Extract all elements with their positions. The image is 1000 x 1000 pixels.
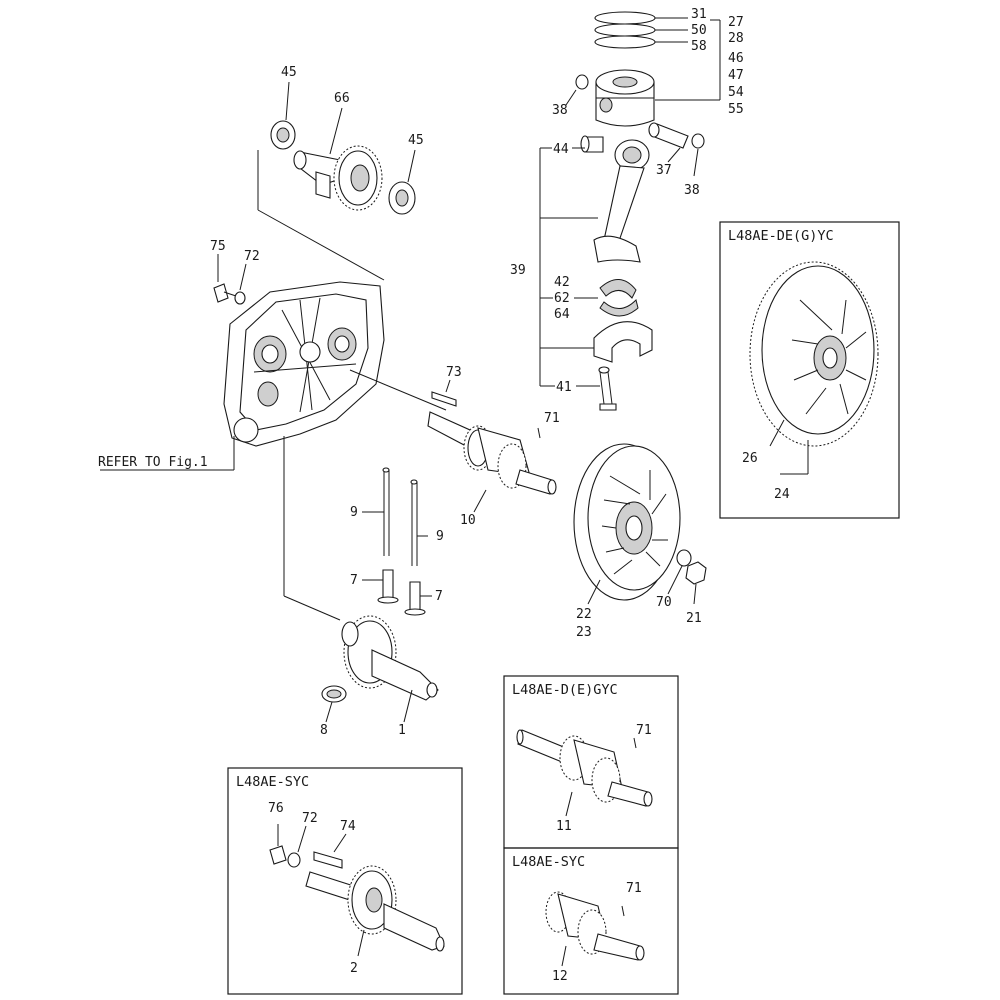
label-27: 27 [728, 15, 744, 30]
label-47: 47 [728, 68, 744, 83]
piston-rings [594, 11, 656, 49]
label-71-mid: 71 [636, 723, 652, 738]
washer-72 [234, 291, 246, 305]
label-46: 46 [728, 51, 744, 66]
label-76: 76 [268, 801, 284, 816]
label-1: 1 [398, 723, 406, 738]
flywheel-26-ring-gear [749, 261, 879, 475]
small-end-bushing [580, 135, 604, 153]
label-28: 28 [728, 31, 744, 46]
label-50: 50 [691, 23, 707, 38]
label-12: 12 [552, 969, 568, 984]
label-73: 73 [446, 365, 462, 380]
label-41: 41 [556, 380, 572, 395]
label-23: 23 [576, 625, 592, 640]
crankshaft-12 [545, 891, 645, 967]
flywheel-22 [573, 443, 681, 605]
label-38-top: 38 [552, 103, 568, 118]
label-37: 37 [656, 163, 672, 178]
bolt-75 [213, 283, 237, 303]
connecting-rod [593, 139, 650, 263]
governor-callout-lines [257, 81, 416, 281]
label-26: 26 [742, 451, 758, 466]
key-74 [313, 833, 347, 869]
label-8: 8 [320, 723, 328, 738]
label-9-left: 9 [350, 505, 358, 520]
label-75: 75 [210, 239, 226, 254]
governor-gear-shaft [293, 145, 383, 211]
bearing-shells [599, 279, 639, 317]
label-62: 62 [554, 291, 570, 306]
box-bottom-right-frame [503, 847, 679, 995]
label-66: 66 [334, 91, 350, 106]
rod-bolt [598, 366, 617, 411]
label-21: 21 [686, 611, 702, 626]
label-74: 74 [340, 819, 356, 834]
washer-72-box [287, 825, 307, 868]
rod-cap [593, 321, 653, 363]
label-31: 31 [691, 7, 707, 22]
label-72: 72 [244, 249, 260, 264]
key-73 [431, 379, 457, 407]
box-top-right-frame [719, 221, 900, 519]
label-10: 10 [460, 513, 476, 528]
label-45-left: 45 [281, 65, 297, 80]
piston-pin [648, 122, 689, 149]
label-58: 58 [691, 39, 707, 54]
label-2: 2 [350, 961, 358, 976]
piston-callout-lines [565, 17, 721, 177]
bearing-45-right [388, 181, 416, 215]
label-70: 70 [656, 595, 672, 610]
label-64: 64 [554, 307, 570, 322]
label-71-main: 71 [544, 411, 560, 426]
label-24: 24 [774, 487, 790, 502]
piston [595, 69, 655, 127]
label-22: 22 [576, 607, 592, 622]
bearing-45-left [270, 120, 296, 150]
label-45-right: 45 [408, 133, 424, 148]
label-11: 11 [556, 819, 572, 834]
label-54: 54 [728, 85, 744, 100]
label-38-right: 38 [684, 183, 700, 198]
label-7-right: 7 [435, 589, 443, 604]
camshaft-2 [305, 865, 445, 957]
circlip-left [575, 74, 589, 90]
callout-labels: 31 50 58 27 28 46 47 54 55 38 37 38 44 3… [98, 7, 834, 984]
crankcase-cover [223, 281, 385, 447]
label-7-left: 7 [350, 573, 358, 588]
label-72-box: 72 [302, 811, 318, 826]
box-title-top-right: L48AE-DE(G)YC [728, 228, 834, 244]
box-title-mid-right: L48AE-D(E)GYC [512, 682, 618, 698]
box-bottom-left-frame [227, 767, 463, 995]
label-44: 44 [553, 142, 569, 157]
rod-callout-lines [539, 147, 600, 387]
push-rods [362, 467, 428, 566]
tappets [362, 569, 432, 616]
label-42: 42 [554, 275, 570, 290]
washer-70 [667, 549, 692, 595]
label-9-right: 9 [436, 529, 444, 544]
camshaft-1 [341, 615, 439, 723]
nut-21 [685, 561, 707, 605]
label-71-bottom: 71 [626, 881, 642, 896]
reference-note: REFER TO Fig.1 [98, 455, 208, 470]
crankshaft-10 [427, 411, 557, 513]
bushing-8 [321, 685, 347, 723]
label-39: 39 [510, 263, 526, 278]
crankshaft-11 [516, 729, 653, 817]
circlip-right [691, 133, 705, 149]
label-55: 55 [728, 102, 744, 117]
box-title-bottom-right: L48AE-SYC [512, 854, 585, 870]
bolt-76 [269, 824, 287, 865]
box-title-bottom-left: L48AE-SYC [236, 774, 309, 790]
cover-callout-lines [100, 254, 447, 621]
